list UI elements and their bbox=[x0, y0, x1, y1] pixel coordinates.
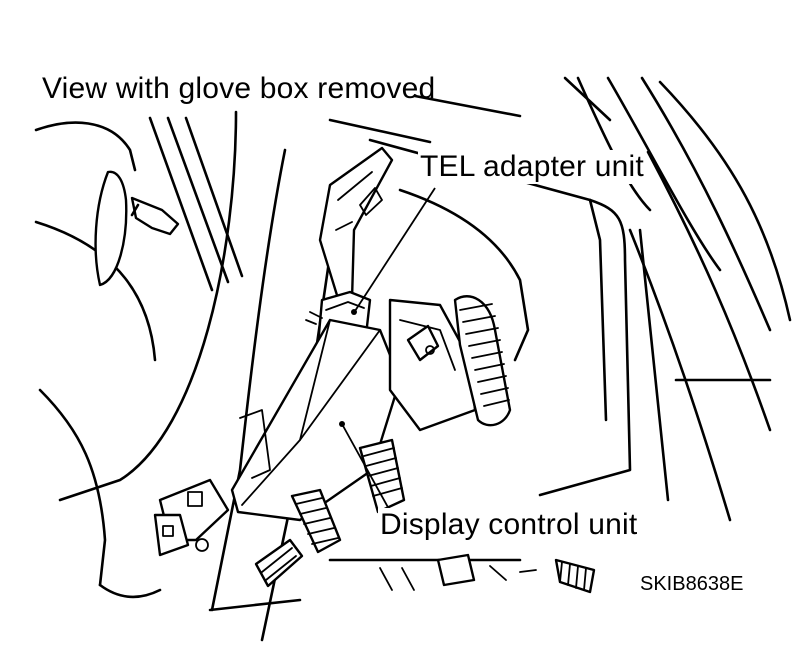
harness-connector-cluster bbox=[388, 298, 477, 432]
dashboard-left-contour bbox=[34, 121, 162, 599]
reference-code: SKIB8638E bbox=[640, 573, 744, 595]
display-control-leader bbox=[341, 423, 396, 521]
right-side-panels bbox=[576, 76, 792, 522]
mirror-housing bbox=[94, 170, 180, 287]
mounting-bracket bbox=[318, 146, 394, 307]
tel-adapter-leader bbox=[354, 187, 436, 312]
leader-lines bbox=[341, 187, 436, 521]
lower-left-fasteners bbox=[153, 409, 271, 557]
lower-console-lines bbox=[208, 553, 537, 612]
tel-adapter-unit-label: TEL adapter unit bbox=[418, 150, 646, 184]
corrugated-harness-center bbox=[358, 438, 406, 514]
corrugated-harness-lower-left bbox=[254, 488, 342, 588]
corrugated-harness-upper bbox=[453, 295, 512, 427]
display-control-unit-label: Display control unit bbox=[378, 508, 640, 542]
view-caption: View with glove box removed bbox=[42, 72, 436, 105]
glove-box-frame bbox=[368, 138, 632, 497]
corrugated-harness-bottom-right bbox=[554, 558, 596, 594]
a-pillar-lines bbox=[148, 116, 244, 292]
display-control-unit bbox=[230, 318, 402, 522]
